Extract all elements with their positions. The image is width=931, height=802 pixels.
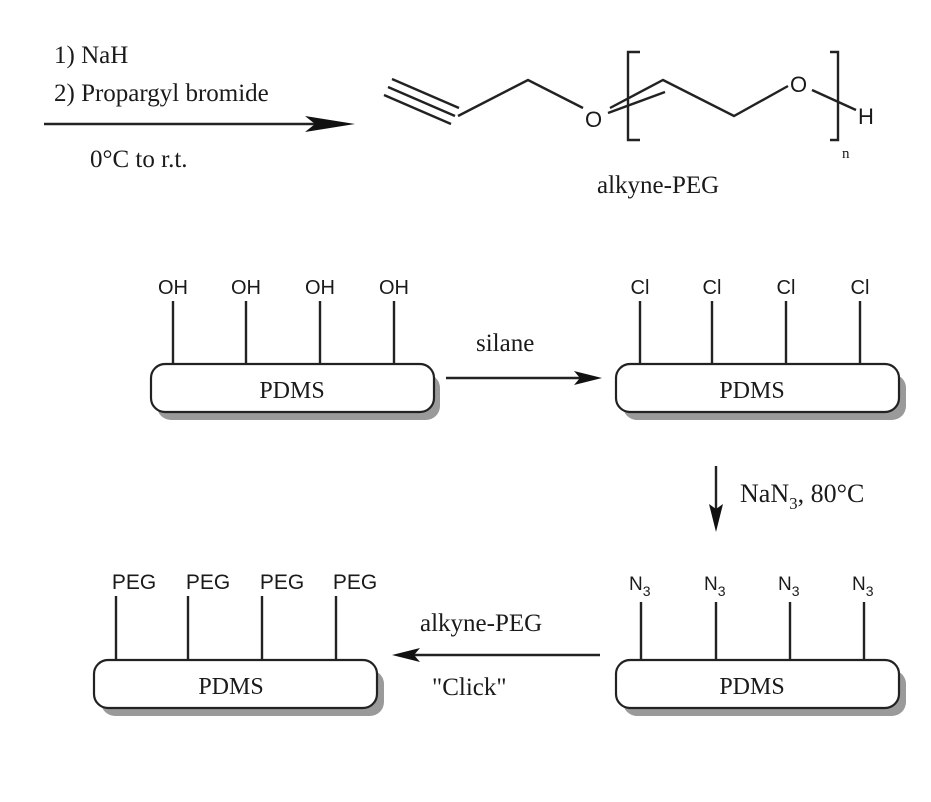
arrow-step4	[392, 648, 600, 662]
repeat-subscript-n: n	[842, 146, 850, 162]
pdms-box	[614, 362, 901, 414]
group-peg: PEG	[260, 571, 304, 594]
click-note: "Click"	[432, 674, 507, 701]
pdms-label: PDMS	[719, 674, 784, 700]
pdms-n3-block: PDMS N3 N3 N3 N3	[614, 574, 906, 716]
arrow-step2	[446, 371, 602, 385]
group-azide: N3	[852, 574, 874, 599]
atom-h: H	[858, 104, 874, 129]
triple-bond-line	[387, 85, 456, 118]
group-peg: PEG	[112, 571, 156, 594]
pdms-label: PDMS	[259, 378, 324, 404]
bracket-left	[626, 50, 640, 142]
atom-o1: O	[585, 107, 602, 132]
group-oh: OH	[305, 277, 335, 299]
reagent-sodium-azide: NaN3, 80°C	[740, 479, 864, 513]
group-oh: OH	[379, 277, 409, 299]
pdms-label: PDMS	[198, 674, 263, 700]
chain-bond	[607, 90, 666, 115]
peg-repeat-bond	[609, 78, 789, 118]
product-label-alkyne-peg: alkyne-PEG	[597, 172, 719, 199]
bracket-right	[830, 50, 840, 142]
atom-o2: O	[790, 72, 807, 97]
chain-bond	[457, 78, 584, 118]
group-azide: N3	[704, 574, 726, 599]
conditions-step1: 0°C to r.t.	[90, 146, 188, 173]
pdms-oh-block: PDMS OH OH OH OH	[149, 277, 440, 420]
reagent-propargyl-bromide: 2) Propargyl bromide	[54, 80, 269, 107]
alkyne-peg-structure: O O H n	[383, 50, 874, 162]
pdms-box	[92, 658, 379, 710]
group-cl: Cl	[777, 277, 796, 299]
group-cl: Cl	[631, 277, 650, 299]
reagent-silane: silane	[476, 330, 534, 357]
reagent-nah: 1) NaH	[54, 42, 128, 69]
pdms-cl-block: PDMS Cl Cl Cl Cl	[614, 277, 906, 420]
pdms-label: PDMS	[719, 378, 784, 404]
pdms-box	[614, 658, 901, 710]
group-peg: PEG	[186, 571, 230, 594]
triple-bond-line	[391, 77, 460, 110]
reagent-alkyne-peg: alkyne-PEG	[420, 610, 542, 637]
group-peg: PEG	[333, 571, 377, 594]
group-cl: Cl	[851, 277, 870, 299]
triple-bond-line	[383, 93, 452, 126]
terminal-bond	[811, 88, 857, 112]
pdms-box	[149, 362, 436, 414]
group-cl: Cl	[703, 277, 722, 299]
pdms-peg-block: PDMS PEG PEG PEG PEG	[92, 571, 384, 716]
group-oh: OH	[158, 277, 188, 299]
group-azide: N3	[778, 574, 800, 599]
group-oh: OH	[231, 277, 261, 299]
arrow-step3	[709, 466, 723, 532]
group-azide: N3	[629, 574, 651, 599]
arrow-step1	[44, 116, 355, 132]
